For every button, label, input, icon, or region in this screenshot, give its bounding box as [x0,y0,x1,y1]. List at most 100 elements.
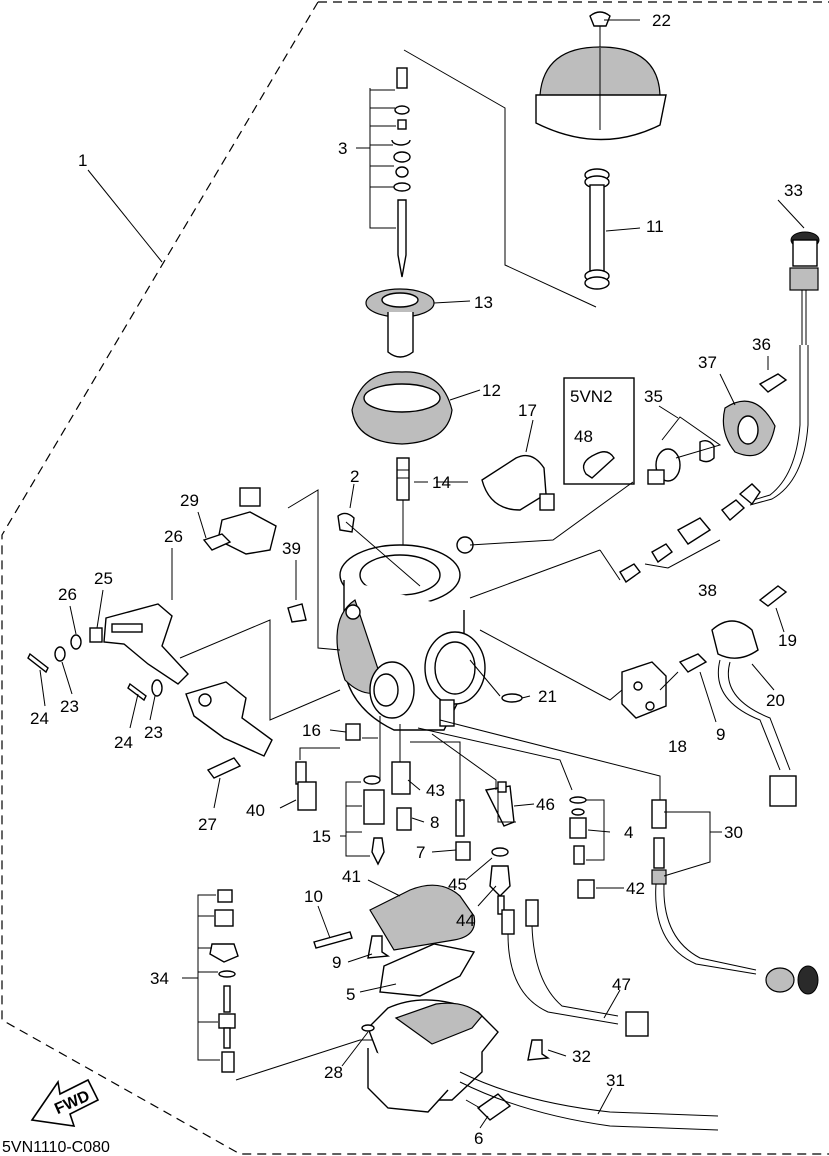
callout-42: 42 [626,879,645,898]
collar-25 [89,627,103,643]
callout-23a: 23 [60,697,79,716]
callout-23b: 23 [144,723,163,742]
callout-26a: 26 [164,527,183,546]
screw-19 [758,585,788,607]
callout-47: 47 [612,975,631,994]
sensor-47 [501,899,649,1037]
callout-9a: 9 [716,725,725,744]
washer-26b [70,634,82,650]
callout-32: 32 [572,1047,591,1066]
callout-25: 25 [94,569,113,588]
callout-26b: 26 [58,585,77,604]
washer-23b [151,679,163,697]
o-ring-28 [361,1024,375,1032]
callout-18: 18 [668,737,687,756]
pipe-46a [455,799,465,837]
callout-12: 12 [482,381,501,400]
gasket-5 [379,943,476,997]
carburetor-cap-22 [535,11,667,141]
callout-14: 14 [432,473,451,492]
drain-set-34 [197,889,239,1073]
screw-36 [758,373,788,393]
washer-23a [54,646,66,662]
jet-43 [391,761,411,795]
callout-22: 22 [652,11,671,30]
jet-set-15 [345,775,385,866]
callout-19: 19 [778,631,797,650]
callout-9b: 9 [332,953,341,972]
bracket-29 [217,487,277,555]
lever-26 [103,603,189,685]
callout-31: 31 [606,1071,625,1090]
callout-44: 44 [456,911,475,930]
needle-kit-3 [356,67,411,278]
starter-plunger-38 [469,499,746,599]
callout-2: 2 [350,467,359,486]
jet-8 [396,807,412,831]
throttle-sensor-20 [711,620,797,807]
callout-6: 6 [474,1129,483,1148]
callout-4: 4 [624,823,633,842]
spring-11 [584,168,610,290]
callout-38: 38 [698,581,717,600]
screw-32 [527,1039,551,1061]
float-pin-10 [313,931,353,949]
callout-45: 45 [448,875,467,894]
callout-15: 15 [312,827,331,846]
callout-13: 13 [474,293,493,312]
piston-valve-13 [365,288,471,358]
callout-21: 21 [538,687,557,706]
pilot-screw-40 [295,761,317,811]
bracket-18 [621,661,667,719]
cotter-pin-24b [127,682,147,702]
callout-17: 17 [518,401,537,420]
screw-29 [202,533,232,551]
cotter-pin-24a [27,652,49,674]
plug-42 [577,879,595,899]
callout-24b: 24 [114,733,133,752]
callout-8: 8 [430,813,439,832]
screw-9-lower [367,935,391,959]
callout-10: 10 [304,887,323,906]
callout-40: 40 [246,801,265,820]
screw-2 [337,512,355,533]
fwd-arrow-icon: FWD [30,1078,100,1127]
valve-35 [647,416,722,485]
callout-29: 29 [180,491,199,510]
o-ring-21 [501,693,523,703]
variant-box-title: 5VN2 [570,387,613,406]
valve-44 [489,865,511,915]
callout-1: 1 [78,151,87,170]
washer-45 [491,847,509,857]
callout-5: 5 [346,985,355,1004]
callout-41: 41 [342,867,361,886]
callout-7: 7 [416,843,425,862]
callout-36: 36 [752,335,771,354]
figure-code: 5VN1110-C080 [2,1139,110,1156]
throttle-cable-30 [651,799,819,995]
plug-16 [345,723,361,741]
diaphragm-12 [351,371,481,445]
cover-37 [722,400,776,457]
needle-set-4 [569,796,605,865]
starter-cable-33 [738,231,820,506]
callout-34: 34 [150,969,169,988]
carburetor-body [336,536,486,731]
callout-46: 46 [536,795,555,814]
bracket-46 [484,781,515,827]
callout-30: 30 [724,823,743,842]
callout-39: 39 [282,539,301,558]
float-bowl [367,999,499,1113]
callout-28: 28 [324,1063,343,1082]
callout-11: 11 [646,217,664,236]
callout-16: 16 [302,721,321,740]
callout-3: 3 [338,139,347,158]
part-48-shape [582,451,615,479]
drain-hose-31 [459,1071,719,1131]
callout-37: 37 [698,353,717,372]
jet-7 [455,841,471,861]
screw-9-upper [678,653,708,673]
callout-35: 35 [644,387,663,406]
accelerator-pump-17 [481,454,555,511]
